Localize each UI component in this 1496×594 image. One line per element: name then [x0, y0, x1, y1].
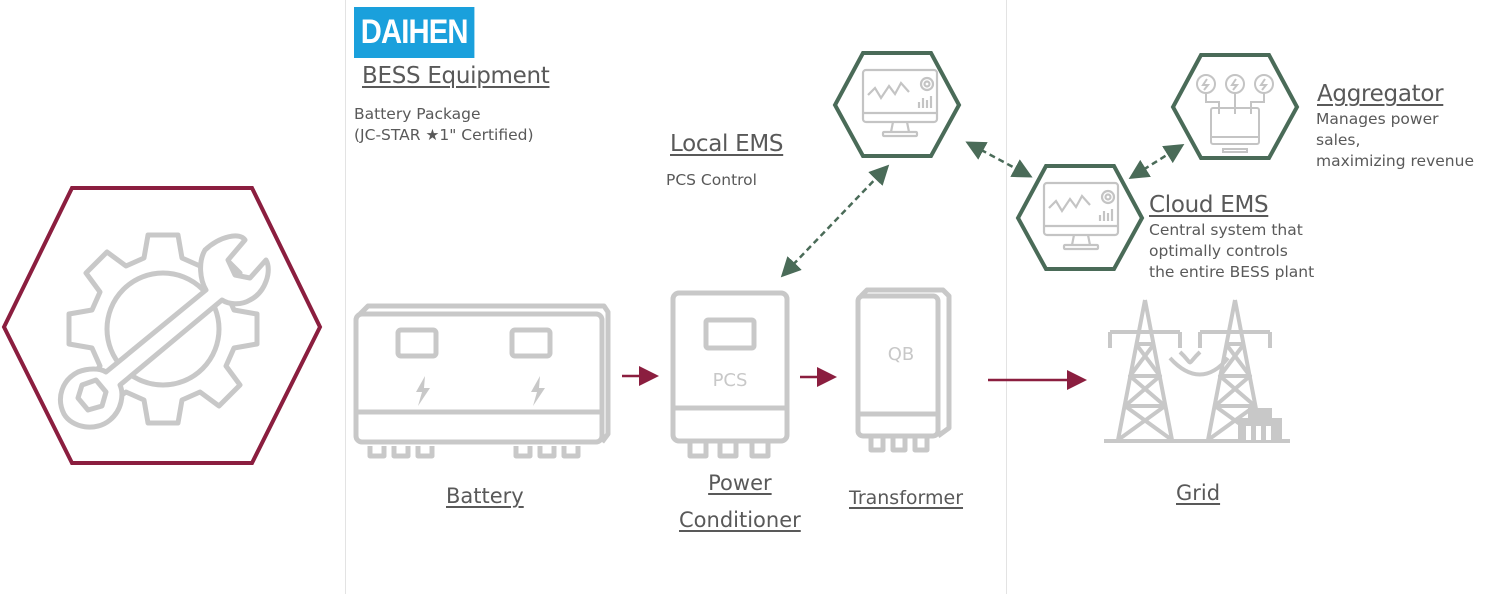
pcs-label-line: Power: [708, 471, 772, 495]
bess-equipment-desc: Battery Package (JC-STAR ★1" Certified): [354, 104, 534, 146]
desc-line: Central system that: [1149, 221, 1303, 239]
gear-wrench-icon: [58, 232, 271, 430]
local-ems-hexagon: [832, 51, 962, 158]
transformer-label: Transformer: [849, 487, 964, 509]
desc-line: maximizing revenue: [1316, 152, 1474, 170]
local-ems-pcs-link: [780, 164, 890, 278]
desc-line: Manages power: [1316, 110, 1439, 128]
grid-label: Grid: [1176, 481, 1221, 505]
aggregator-title: Aggregator: [1317, 81, 1444, 107]
pcs-label-line: Conditioner: [679, 508, 801, 532]
transmission-tower-icon: [1104, 299, 1290, 443]
desc-line: Battery Package: [354, 105, 481, 123]
pcs-device-text: PCS: [713, 370, 748, 391]
daihen-logo: DAIHEN: [354, 7, 475, 58]
desc-line: sales,: [1316, 131, 1361, 149]
battery-label: Battery: [446, 484, 524, 508]
desc-line: the entire BESS plant: [1149, 263, 1315, 281]
maintenance-hexagon: [1, 186, 323, 465]
power-conditioner-icon: PCS: [670, 290, 790, 459]
desc-line: (JC-STAR ★1" Certified): [354, 126, 534, 144]
local-ems-title: Local EMS: [670, 131, 784, 157]
local-cloud-link: [965, 141, 1033, 178]
desc-line: optimally controls: [1149, 242, 1288, 260]
aggregator-monitor-icon: [1196, 74, 1274, 153]
section-divider-right: [1006, 0, 1007, 594]
maintenance-hexagon-border: [1, 186, 323, 465]
cloud-aggregator-link: [1128, 144, 1185, 179]
aggregator-hexagon: [1170, 53, 1300, 160]
monitor-chart-icon: [1042, 181, 1120, 251]
cloud-ems-desc: Central system that optimally controls t…: [1149, 220, 1314, 283]
aggregator-desc: Manages power sales, maximizing revenue: [1316, 109, 1474, 172]
battery-package-icon: [353, 303, 611, 459]
pcs-label: Power Conditioner: [679, 465, 801, 539]
bess-equipment-title: BESS Equipment: [362, 63, 550, 89]
cloud-ems-hexagon: [1015, 164, 1145, 271]
monitor-chart-icon: [861, 68, 939, 138]
section-divider-left: [345, 0, 346, 594]
transformer-icon: QB: [855, 287, 952, 453]
transformer-device-text: QB: [888, 344, 915, 365]
cloud-ems-title: Cloud EMS: [1149, 192, 1269, 218]
local-ems-desc: PCS Control: [666, 171, 757, 189]
